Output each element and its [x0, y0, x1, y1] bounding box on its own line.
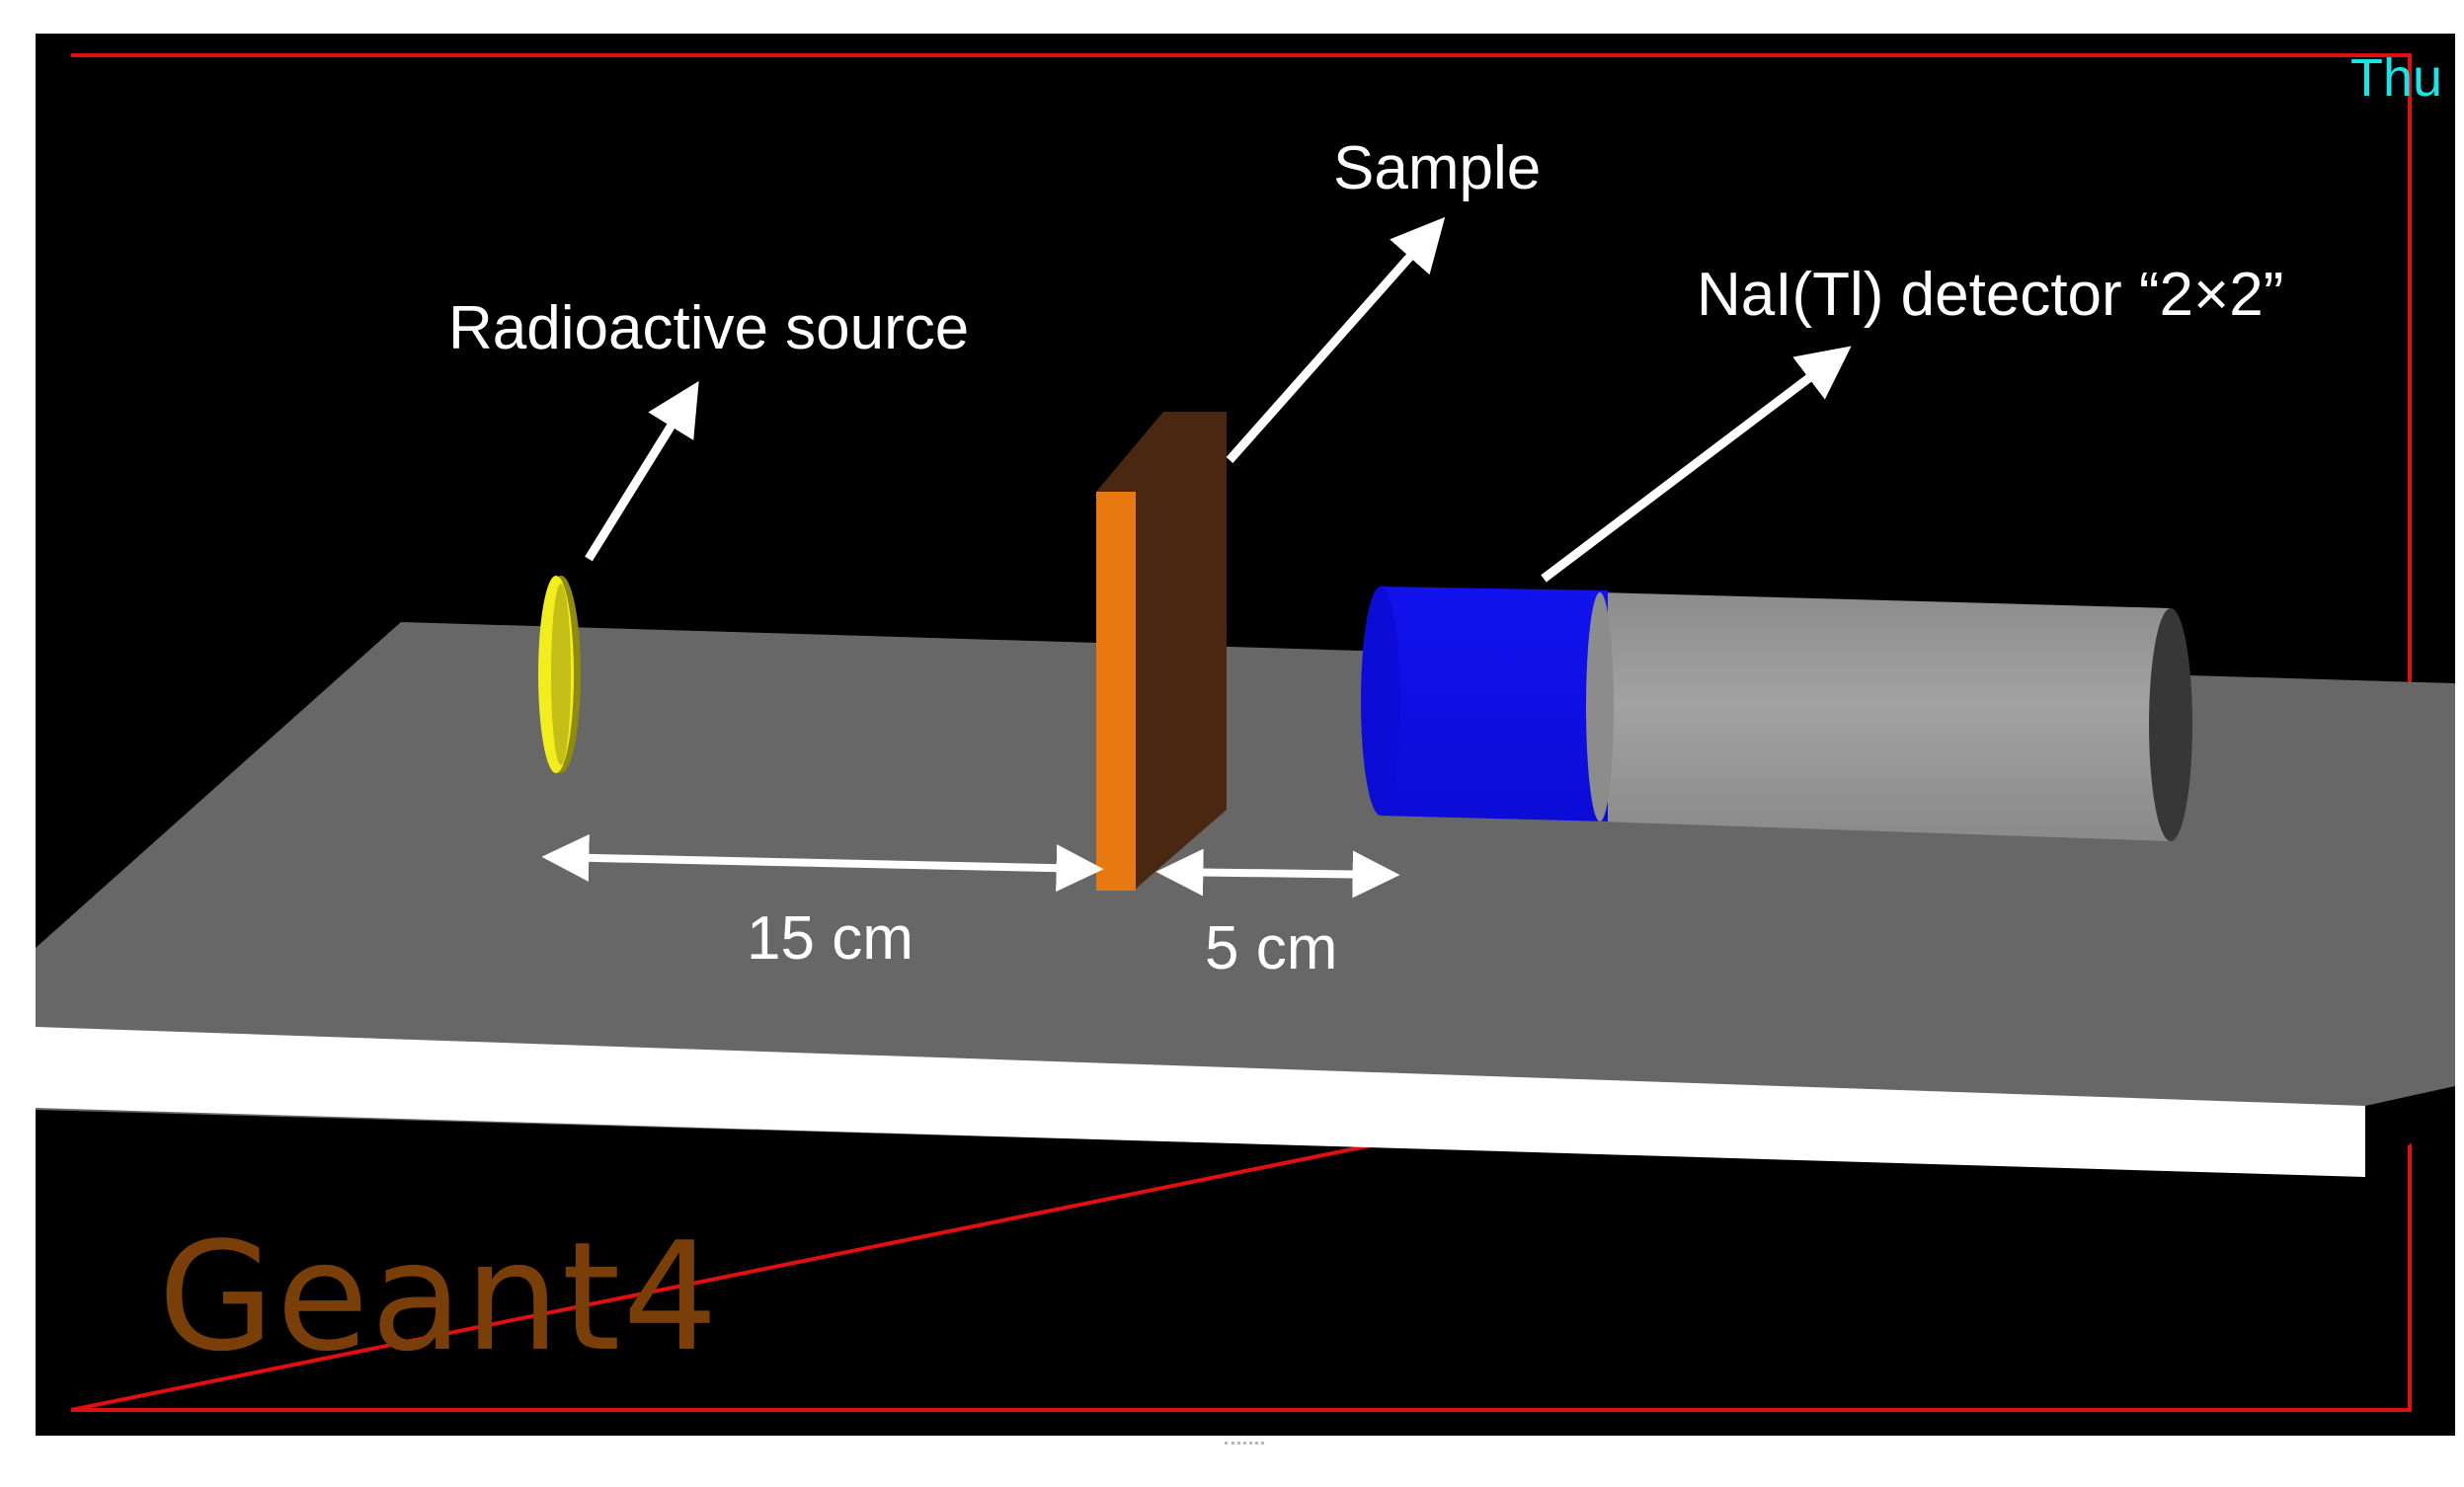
source-label: Radioactive source [448, 294, 970, 362]
detector-crystal [1381, 587, 1608, 822]
geant4-logo: Geant4 [158, 1210, 721, 1384]
source-pointer-arrow [585, 380, 699, 562]
detector-pointer-arrow [1541, 346, 1852, 583]
detector-end-cap [2149, 608, 2192, 841]
distance-label-5cm: 5 cm [1205, 914, 1338, 982]
distance-arrow-source-sample [541, 833, 1104, 893]
sample-label: Sample [1333, 134, 1542, 202]
detector-body [1600, 592, 2171, 841]
sample-front [1096, 492, 1136, 891]
distance-arrow-sample-detector [1155, 848, 1400, 899]
distance-label-15cm: 15 cm [747, 904, 914, 973]
table-side [36, 1027, 2365, 1177]
viewer-date-text: Thu [2350, 51, 2443, 105]
detector-label: NaI(Tl) detector “2×2” [1697, 261, 2284, 329]
resize-grip-bottom[interactable] [1225, 1442, 1264, 1448]
sample-pointer-arrow [1226, 216, 1446, 463]
